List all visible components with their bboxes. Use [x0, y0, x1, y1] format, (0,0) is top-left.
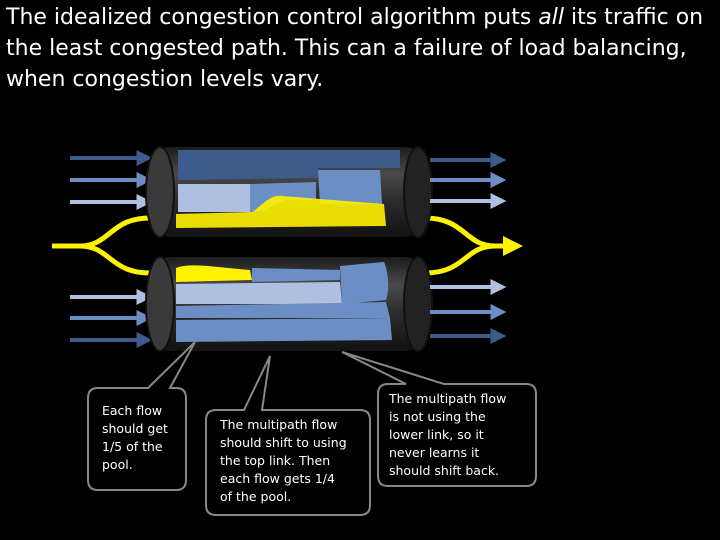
top-link-output-arrows — [430, 152, 507, 209]
top-link-pipe — [145, 145, 433, 239]
bottom-link-output-arrows — [430, 279, 507, 344]
callout-bubble-1 — [87, 341, 196, 491]
bottom-link-pipe — [145, 255, 433, 353]
slide-title: The idealized congestion control algorit… — [6, 2, 706, 95]
callout-bubble-2 — [205, 355, 371, 516]
callout-bubble-3 — [341, 351, 537, 487]
multipath-flow-output — [424, 215, 523, 276]
title-emphasis: all — [538, 5, 564, 30]
callout-text-1: Each flow should get 1/5 of the pool. — [102, 403, 168, 472]
callout-text-2: The multipath flow should shift to using… — [220, 417, 347, 504]
title-text-start: The idealized congestion control algorit… — [6, 5, 539, 30]
callout-text-3: The multipath flow is not using the lowe… — [389, 391, 507, 478]
multipath-flow-input — [52, 215, 151, 276]
title-text-end: its traffic on the least congested path.… — [6, 5, 704, 92]
top-link-input-arrows — [70, 150, 153, 210]
bottom-link-input-arrows — [70, 289, 153, 348]
